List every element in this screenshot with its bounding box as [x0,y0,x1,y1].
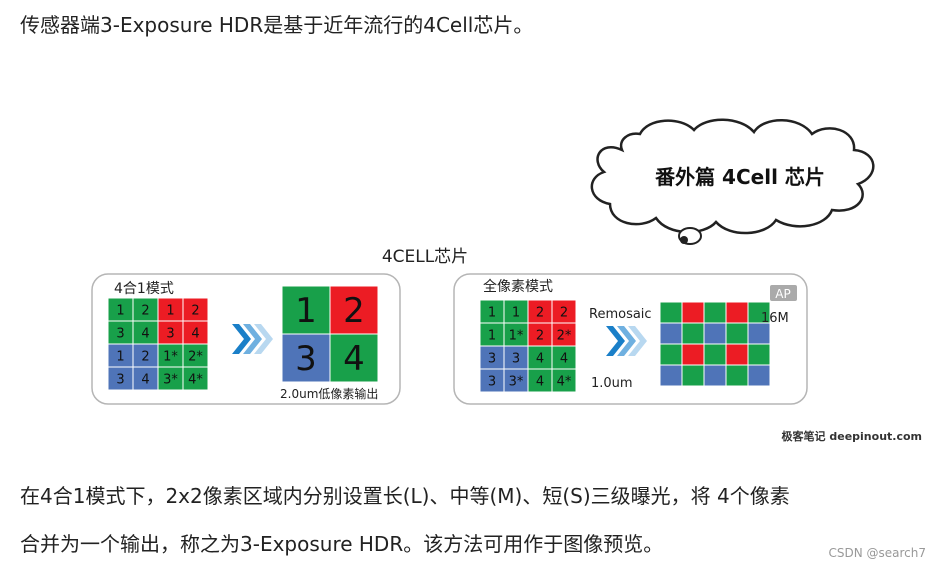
result-cell [329,333,379,383]
left-grid-cell-label: 2* [188,350,203,365]
bayer-cell [747,364,771,387]
left-grid-cell-label: 2 [141,350,149,365]
bayer-cell [681,343,705,366]
bayer-cell [725,364,749,387]
result-cell-label: 3 [295,339,317,379]
right-grid-cell-label: 1 [488,306,496,321]
right-grid-cell-label: 4 [536,375,544,390]
left-pixel-grid: 1 2 1 2 3 4 3 4 1 2 1* 2* 3 4 3* 4* [107,297,209,391]
bayer-cell [659,322,683,345]
right-grid-cell-label: 3 [488,352,496,367]
right-grid-cell-label: 1 [512,306,520,321]
result-cell-label: 1 [295,291,317,331]
right-grid-cell-label: 1* [509,329,524,344]
left-panel-caption: 2.0um低像素输出 [280,386,378,401]
bayer-cell [747,343,771,366]
right-grid-cell-label: 3 [512,352,520,367]
bayer-cell [703,343,727,366]
left-grid-cell-label: 3* [163,373,178,388]
ap-badge [770,285,797,301]
chevron-icon [254,324,273,354]
result-cell [329,285,379,335]
intro-text: 传感器端3-Exposure HDR是基于近年流行的4Cell芯片。 [20,13,534,37]
left-grid-cell-label: 1* [163,350,178,365]
bayer-cell [747,322,771,345]
left-grid-cell-label: 1 [116,304,124,319]
chevron-icon [243,324,262,354]
chevron-icon [232,324,251,354]
figure-title: 4CELL芯片 [382,247,468,267]
right-grid-cell-label: 4 [560,352,568,367]
right-grid-cell-label: 4 [536,352,544,367]
left-panel-label: 4合1模式 [114,281,174,297]
description-line-2: 合并为一个输出，称之为3-Exposure HDR。该方法可用作于图像预览。 [20,532,664,556]
result-cell [281,333,331,383]
left-arrow-icon [232,324,273,354]
pixel-size-label: 1.0um [591,376,633,391]
right-grid-cell-label: 2 [560,306,568,321]
cloud-text: 番外篇 4Cell 芯片 [654,165,825,189]
right-grid-cell-label: 2 [536,329,544,344]
ap-badge-text: AP [775,287,790,301]
bayer-cell [659,343,683,366]
chevron-icon [617,326,636,356]
chevron-icon [606,326,625,356]
chevron-icon [628,326,647,356]
right-pixel-grid: 1 1 2 2 1 1* 2 2* 3 3 4 4 3 3* 4 4* [479,299,577,393]
bayer-cell [703,301,727,324]
right-panel-label: 全像素模式 [483,278,553,295]
bayer-cell [725,343,749,366]
left-grid-cell-label: 2 [191,304,199,319]
bayer-cell [681,322,705,345]
bayer-cell [681,364,705,387]
result-cell-label: 4 [343,339,365,379]
csdn-credit: CSDN @search7 [828,546,926,560]
remosaic-label: Remosaic [589,307,652,322]
left-grid-cell-label: 3 [116,327,124,342]
right-grid-cell-label: 4* [557,375,572,390]
left-grid-cell-label: 3 [166,327,174,342]
right-grid-cell-label: 2 [536,306,544,321]
bayer-cell [659,364,683,387]
watermark: 极客笔记 deepinout.com [782,429,922,443]
left-grid-cell-label: 4 [191,327,199,342]
right-grid-cell [551,368,577,393]
resolution-label: 16M [761,311,789,326]
left-grid-cell-label: 4* [188,373,203,388]
right-grid-cell-label: 3 [488,375,496,390]
right-grid-cell-label: 2* [557,329,572,344]
bayer-output-grid [659,301,771,387]
left-grid-cell-label: 1 [116,350,124,365]
bayer-cell [703,322,727,345]
bayer-cell [725,301,749,324]
description-line-1: 在4合1模式下，2x2像素区域内分别设置长(L)、中等(M)、短(S)三级曝光，… [20,484,790,508]
left-grid-cell-label: 1 [166,304,174,319]
bayer-cell [659,301,683,324]
result-cell-label: 2 [343,291,365,331]
bayer-cell [725,322,749,345]
right-grid-cell-label: 3* [509,375,524,390]
left-grid-cell [182,366,209,391]
right-arrow-icon [606,326,647,356]
result-cell [281,285,331,335]
bayer-cell [681,301,705,324]
left-grid-cell-label: 4 [141,373,149,388]
right-grid-cell-label: 1 [488,329,496,344]
cloud-bubble [590,118,875,245]
left-grid-cell-label: 3 [116,373,124,388]
bayer-cell [703,364,727,387]
left-grid-cell-label: 4 [141,327,149,342]
left-grid-cell-label: 2 [141,304,149,319]
